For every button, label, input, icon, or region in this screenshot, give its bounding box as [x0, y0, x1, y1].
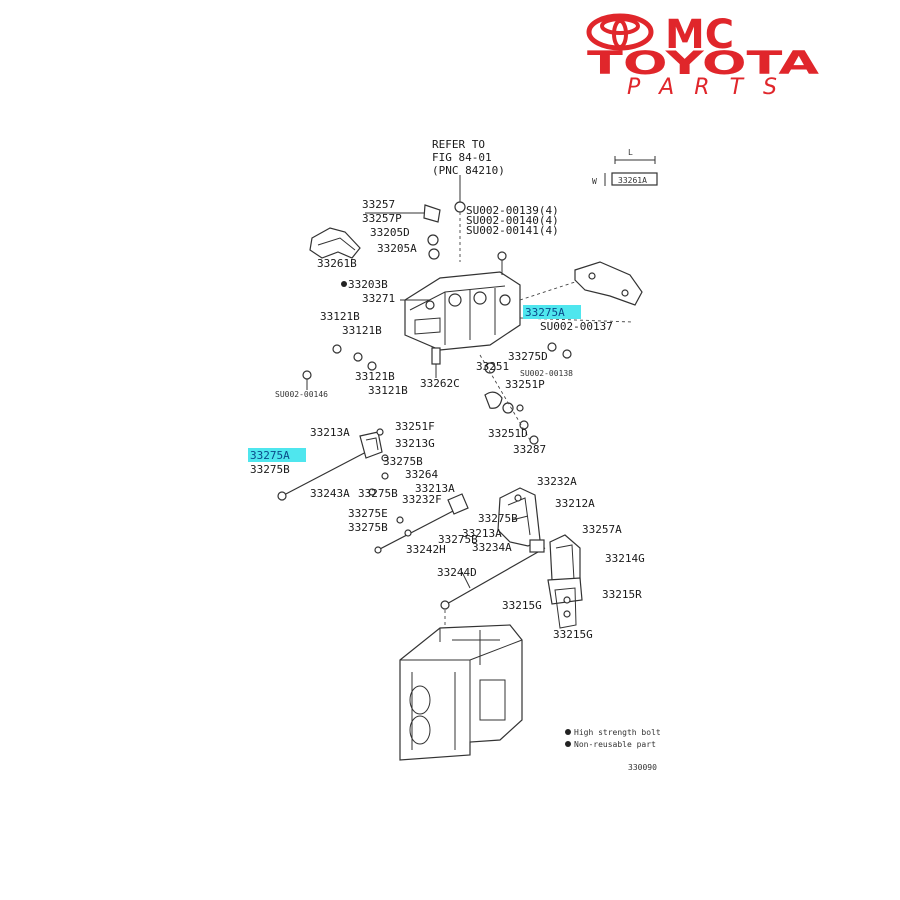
callout[interactable]: 33275B [250, 463, 290, 476]
brand-mc: MC [665, 12, 734, 58]
callout[interactable]: 33264 [405, 468, 438, 481]
callout[interactable]: 33251D [488, 427, 528, 440]
callout[interactable]: 33121B [320, 310, 360, 323]
fastener-3: SU002-00141(4) [466, 224, 559, 237]
callout[interactable]: 33244D [437, 566, 477, 579]
callout[interactable]: 33213A [462, 527, 502, 540]
callout[interactable]: 33121B [342, 324, 382, 337]
callout[interactable]: 33275E [348, 507, 388, 520]
callout[interactable]: 33213A [310, 426, 350, 439]
callout[interactable]: 33205A [377, 242, 417, 255]
callout[interactable]: 33257P [362, 212, 402, 225]
callout[interactable]: 33251 [476, 360, 509, 373]
callout[interactable]: 33213A [415, 482, 455, 495]
callout[interactable]: 33215R [602, 588, 642, 601]
callout[interactable]: 33262C [420, 377, 460, 390]
fastener-1: SU002-00139(4) [466, 204, 559, 217]
callout[interactable]: 33232F [402, 493, 442, 506]
callout-labels: 33257 33257P 33205D 33205A 33261B 33203B… [250, 198, 645, 641]
callout[interactable]: 33251P [505, 378, 545, 391]
omc-toyota-parts-logo: MC TOYOTA PARTS [586, 12, 819, 100]
callout[interactable]: 33275D [508, 350, 548, 363]
dimension-sketch: L W 33261A [592, 148, 658, 186]
callout[interactable]: 33275B [358, 487, 398, 500]
callout[interactable]: 33232A [537, 475, 577, 488]
dim-caption: 33261A [618, 176, 647, 185]
dim-l: L [628, 148, 633, 157]
brand-toyota: TOYOTA [587, 44, 819, 82]
highlight-33275A-upper [523, 305, 581, 319]
dim-w: W [592, 177, 597, 186]
legend: High strength bolt Non-reusable part 330… [565, 728, 661, 772]
callout[interactable]: 33242H [406, 543, 446, 556]
callout[interactable]: 33257 [362, 198, 395, 211]
callout[interactable]: 33213G [395, 437, 435, 450]
legend-item-2: Non-reusable part [574, 740, 656, 749]
callout[interactable]: 33212A [555, 497, 595, 510]
fastener-2: SU002-00140(4) [466, 214, 559, 227]
callout[interactable]: 33203B [348, 278, 388, 291]
callout[interactable]: 33205D [370, 226, 410, 239]
callout-highlighted[interactable]: 33275A [525, 306, 565, 319]
callout[interactable]: 33121B [355, 370, 395, 383]
reference-note: REFER TO FIG 84-01 (PNC 84210) [432, 138, 505, 177]
reference-line-1: REFER TO [432, 138, 485, 151]
fastener-list: SU002-00139(4) SU002-00140(4) SU002-0014… [466, 204, 559, 237]
callout[interactable]: 33121B [368, 384, 408, 397]
callout[interactable]: 33275B [383, 455, 423, 468]
callout[interactable]: 33215G [553, 628, 593, 641]
callout[interactable]: 33261B [317, 257, 357, 270]
callout[interactable]: 33271 [362, 292, 395, 305]
transmission-case [399, 610, 523, 761]
diagram-drawing: L W 33261A [277, 148, 658, 761]
reference-line-2: FIG 84-01 [432, 151, 492, 164]
callout[interactable]: SU002-00138 [520, 369, 573, 378]
callout[interactable]: SU002-00146 [275, 390, 328, 399]
callout[interactable]: 33251F [395, 420, 435, 433]
callout[interactable]: 33275B [478, 512, 518, 525]
callout[interactable]: 33275B [348, 521, 388, 534]
figure-id: 330090 [628, 763, 657, 772]
callout[interactable]: 33275B [438, 533, 478, 546]
callout[interactable]: 33234A [472, 541, 512, 554]
callout[interactable]: 33257A [582, 523, 622, 536]
highlight-33275A-left [248, 448, 306, 462]
callout[interactable]: 33215G [502, 599, 542, 612]
callout-highlighted[interactable]: 33275A [250, 449, 290, 462]
callout[interactable]: 33243A [310, 487, 350, 500]
callout[interactable]: 33287 [513, 443, 546, 456]
reference-line-3: (PNC 84210) [432, 164, 505, 177]
callout[interactable]: 33214G [605, 552, 645, 565]
legend-item-1: High strength bolt [574, 728, 661, 737]
toyota-emblem-icon [586, 13, 654, 51]
callout[interactable]: SU002-00137 [540, 320, 613, 333]
